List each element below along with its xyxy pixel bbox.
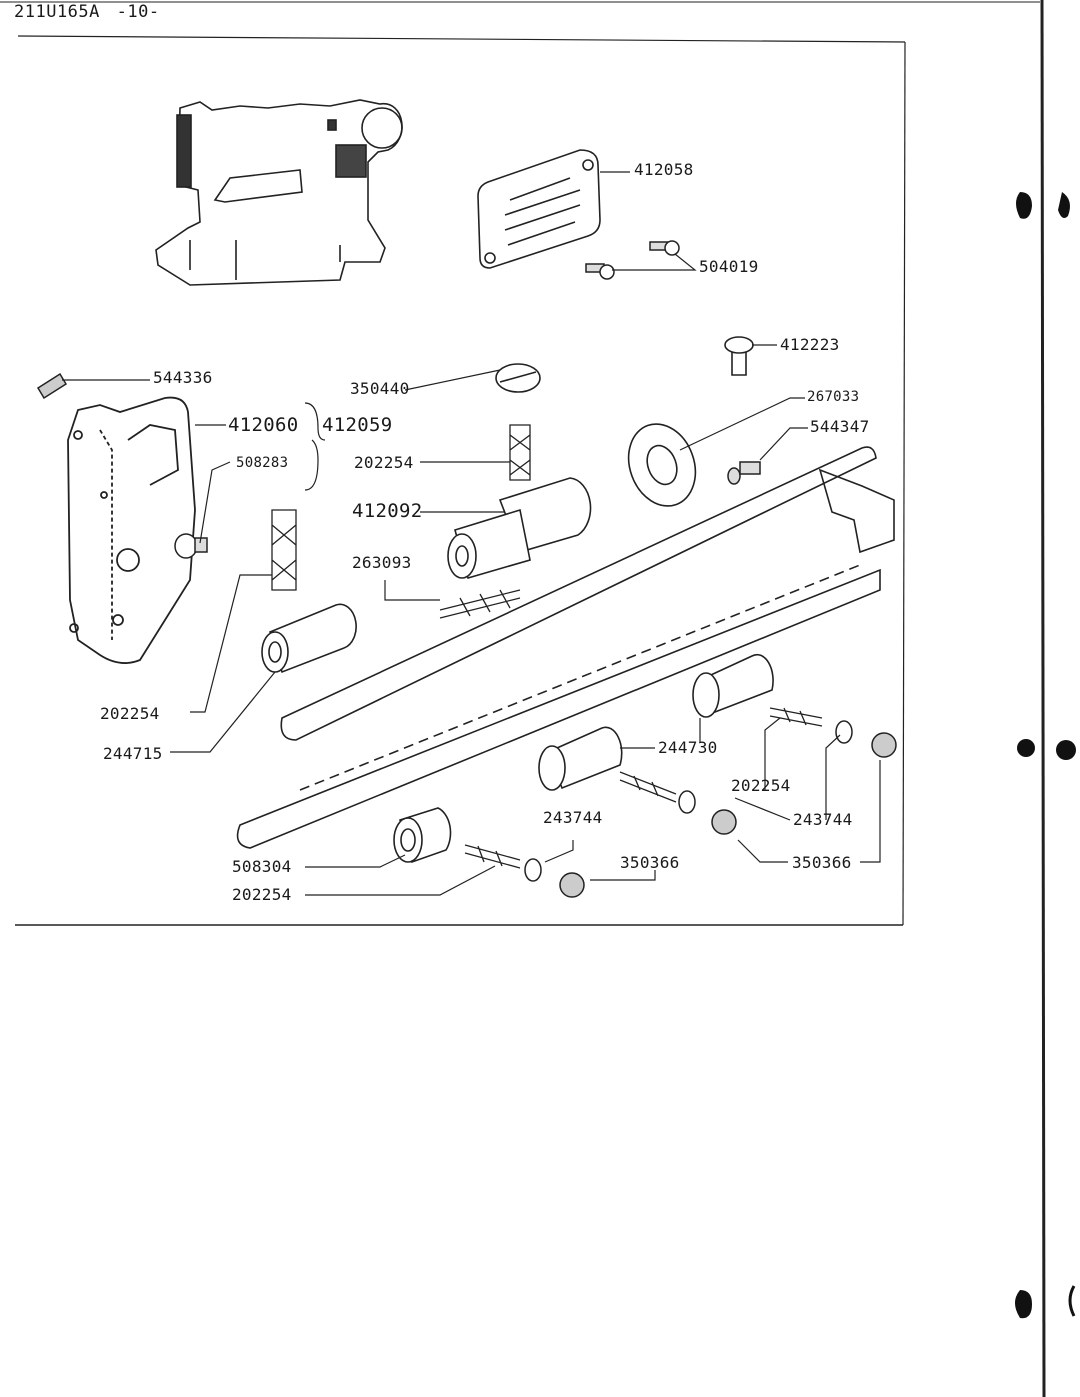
callout-263093: 263093 [352, 553, 412, 572]
callout-544336: 544336 [153, 368, 213, 387]
upper-shaft [280, 446, 895, 741]
callout-267033: 267033 [807, 389, 860, 405]
callout-202254-bottom: 202254 [232, 885, 292, 904]
leader-lines [62, 171, 881, 896]
cap-412223 [724, 336, 754, 376]
bushing-244715 [261, 603, 357, 674]
page-number: -10- [116, 2, 160, 22]
bushing-244730 [538, 653, 774, 791]
washers-screws [524, 720, 897, 898]
page-frame [0, 0, 1046, 1397]
callout-243744-right: 243744 [793, 810, 853, 829]
callout-244715: 244715 [103, 744, 163, 763]
cap-350440 [495, 363, 541, 393]
binder-holes [1015, 192, 1076, 1319]
callout-504019: 504019 [699, 257, 759, 276]
wicks-202254 [271, 424, 823, 869]
flange-267033 [627, 423, 697, 507]
callout-412058: 412058 [634, 160, 694, 179]
callout-202254-right: 202254 [731, 776, 791, 795]
callout-412059: 412059 [322, 414, 393, 436]
bushing-508304 [393, 807, 452, 864]
page-header: 211U165A -10- [14, 2, 160, 22]
callout-244730: 244730 [658, 738, 718, 757]
document-code: 211U165A [14, 2, 100, 22]
callout-350366-right: 350366 [792, 853, 852, 872]
bushing-412092 [447, 477, 592, 579]
face-plate-412060 [67, 396, 196, 664]
callout-350440: 350440 [350, 379, 410, 398]
callout-202254-left: 202254 [100, 704, 160, 723]
callout-243744-left: 243744 [543, 808, 603, 827]
callout-202254-top: 202254 [354, 453, 414, 472]
callout-412092: 412092 [352, 500, 423, 522]
screws-504019 [585, 240, 680, 280]
screw-508283 [174, 533, 208, 559]
callout-412060: 412060 [228, 414, 299, 436]
callout-508304: 508304 [232, 857, 292, 876]
screw-544336 [36, 372, 68, 400]
lower-shaft [236, 564, 881, 849]
callout-412223: 412223 [780, 335, 840, 354]
callout-350366-left: 350366 [620, 853, 680, 872]
screw-544347 [727, 461, 761, 485]
callout-544347: 544347 [810, 417, 870, 436]
machine-arm-illustration [155, 99, 403, 286]
cover-plate-412058 [477, 149, 601, 269]
callout-508283: 508283 [236, 455, 289, 471]
